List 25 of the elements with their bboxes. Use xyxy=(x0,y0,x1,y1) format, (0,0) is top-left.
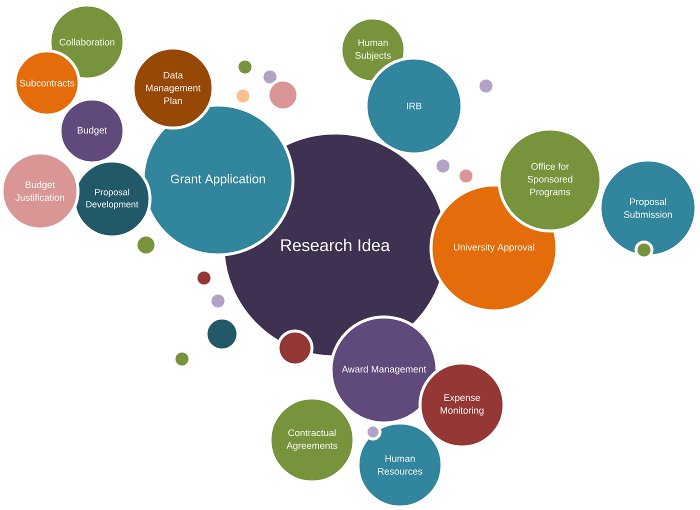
dot xyxy=(234,86,252,106)
dot xyxy=(634,240,654,260)
dot xyxy=(236,58,254,76)
dot xyxy=(266,78,300,112)
dot xyxy=(276,330,314,366)
bubble: Subcontracts xyxy=(13,49,81,117)
bubble: Contractual Agreements xyxy=(268,396,356,484)
bubble: Proposal Development xyxy=(72,160,152,238)
bubble: Human Resources xyxy=(356,422,444,508)
bubble: Budget Justification xyxy=(0,152,80,230)
dot xyxy=(476,76,496,96)
dot xyxy=(194,268,214,288)
bubble: Data Management Plan xyxy=(132,46,214,130)
dot xyxy=(134,234,158,256)
bubble: Proposal Submission xyxy=(598,158,698,258)
dot xyxy=(204,316,240,352)
dot xyxy=(172,350,192,368)
dot xyxy=(208,292,228,310)
dot xyxy=(456,166,476,186)
bubble: Award Management xyxy=(330,316,438,424)
dot xyxy=(364,424,382,440)
bubble: Budget xyxy=(58,98,126,164)
bubble: Office for Sponsored Programs xyxy=(498,128,602,232)
dot xyxy=(434,156,452,176)
dot xyxy=(260,68,280,86)
